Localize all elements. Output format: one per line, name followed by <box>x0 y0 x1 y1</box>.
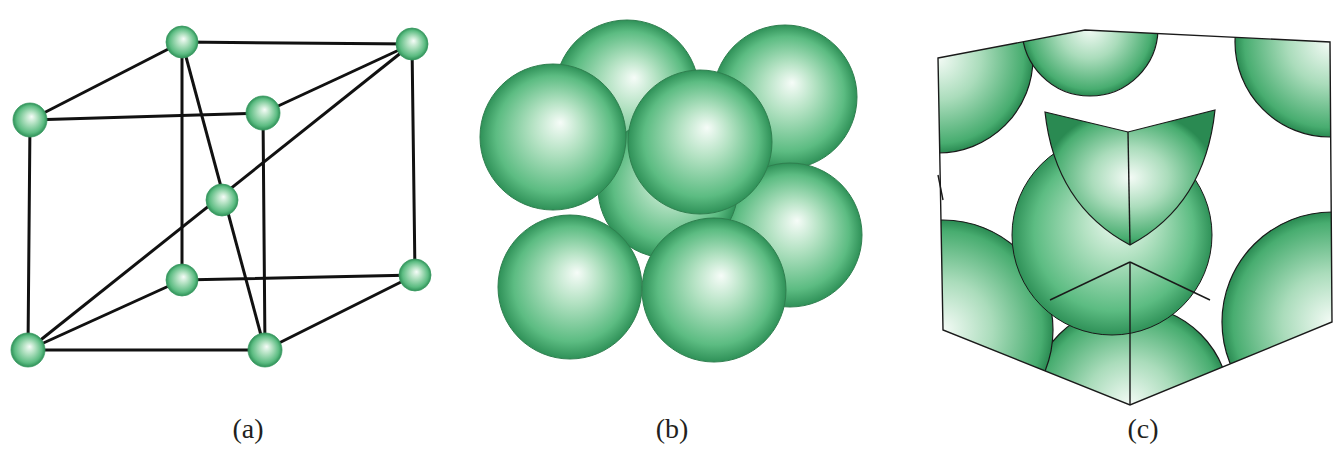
back-face <box>182 42 415 280</box>
cell-edge <box>1050 262 1130 300</box>
cell-edge <box>1129 262 1130 405</box>
cell-edge <box>1130 262 1210 300</box>
front-face <box>28 113 265 350</box>
corner-piece <box>1022 0 1158 96</box>
corner-atom <box>248 333 282 367</box>
corner-atom <box>246 96 280 130</box>
body-diagonal <box>182 42 265 350</box>
corner-atom <box>396 28 428 60</box>
corner-sphere <box>628 70 772 214</box>
figure-label: (b) <box>656 414 689 445</box>
figure-label: (a) <box>232 414 263 445</box>
cell-outline <box>938 30 1332 405</box>
corner-piece <box>1222 212 1343 432</box>
cutaway-cell <box>833 0 1343 457</box>
corner-atom <box>13 103 47 137</box>
cell-edges <box>938 30 1332 405</box>
cell-edge <box>1128 132 1130 245</box>
near-corner-piece <box>1045 110 1215 245</box>
corner-sphere <box>642 218 786 362</box>
corner-sphere <box>480 64 626 210</box>
corner-atom <box>11 333 45 367</box>
body-diagonal <box>28 44 412 350</box>
cube-edge <box>265 275 415 350</box>
corner-sphere <box>498 215 642 359</box>
cube-edge <box>30 42 182 120</box>
corner-pieces <box>833 0 1343 457</box>
figure-label: (c) <box>1127 414 1158 445</box>
cube-edges <box>28 42 415 350</box>
corner-atom <box>399 259 431 291</box>
center-atom <box>206 184 238 216</box>
atoms <box>11 26 431 367</box>
corner-atom <box>166 264 198 296</box>
corner-piece <box>1235 0 1343 137</box>
packed-spheres <box>480 20 862 362</box>
corner-atom <box>166 26 198 58</box>
